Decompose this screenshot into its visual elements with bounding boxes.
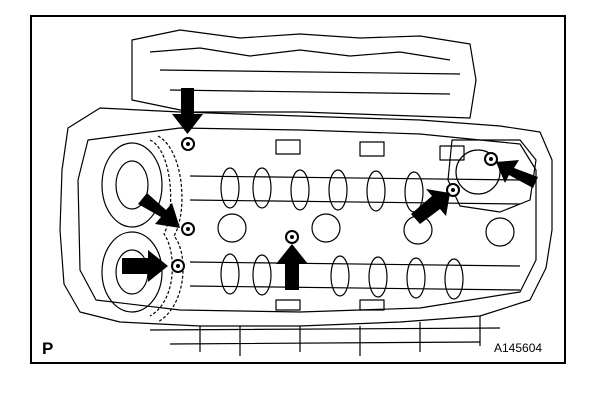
- lower-cam-lobes: [220, 253, 464, 300]
- figure-frame: [30, 15, 566, 364]
- timing-chain: [149, 139, 173, 317]
- arrow-callout-icon: [122, 250, 168, 282]
- arrow-callout-icon: [411, 189, 450, 224]
- head-inner-outline: [77, 127, 537, 313]
- lower-sprocket: [101, 231, 163, 313]
- arrow-callout-icon: [496, 160, 538, 188]
- arrow-callout-icon: [276, 244, 308, 290]
- figure-id: A145604: [494, 341, 543, 355]
- arrow-callout-icon: [138, 193, 180, 228]
- upper-sprocket-hub: [115, 160, 149, 210]
- timing-chain-outer: [157, 135, 184, 323]
- upper-sprocket: [101, 142, 163, 228]
- upper-camshaft: [189, 175, 521, 205]
- arrow-callout-icon: [172, 88, 203, 134]
- upper-block-detail: [149, 47, 461, 95]
- upper-cam-lobes: [220, 167, 424, 213]
- lower-skirt-band: [149, 327, 501, 345]
- lower-camshaft: [189, 261, 521, 291]
- marked-bolt-centers: [176, 142, 493, 268]
- lower-skirt: [199, 316, 481, 356]
- rear-cover-boss: [455, 149, 501, 195]
- head-outline: [59, 107, 553, 327]
- view-label: P: [42, 339, 54, 358]
- marked-bolts: [171, 137, 498, 273]
- plug-wells: [217, 213, 515, 247]
